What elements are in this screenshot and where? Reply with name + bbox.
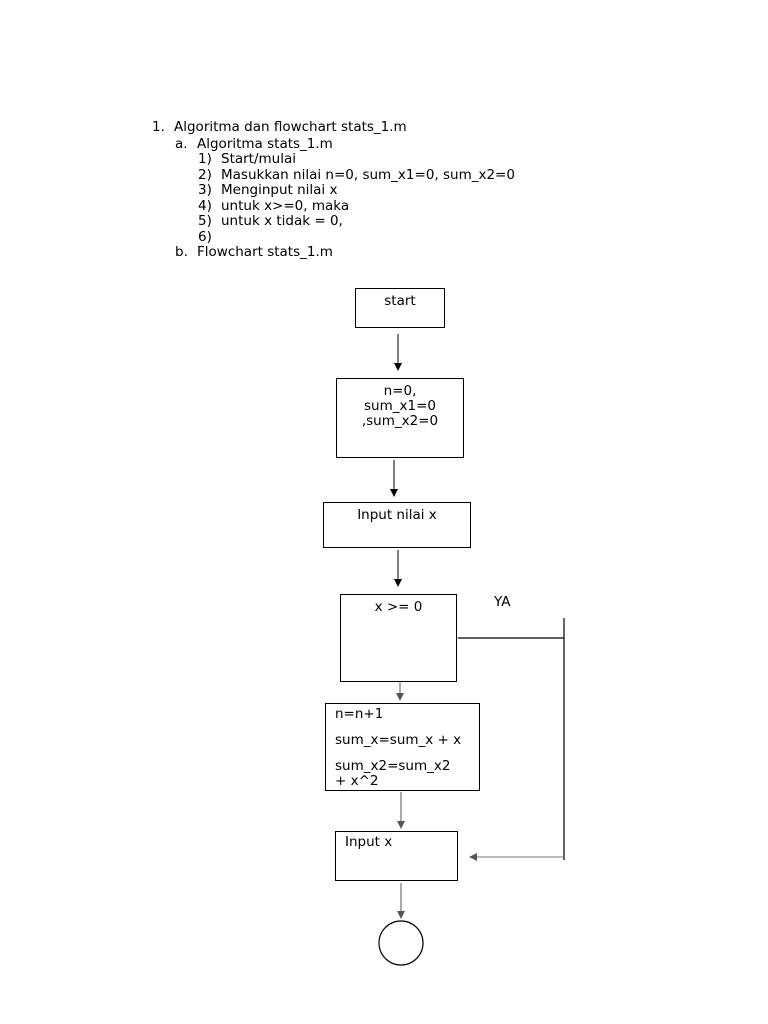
init-line-3: ,sum_x2=0 xyxy=(361,413,439,429)
step-text: untuk x>=0, maka xyxy=(221,198,350,214)
outline-item-1a-text: Algoritma stats_1.m xyxy=(197,136,333,152)
step-text: Masukkan nilai n=0, sum_x1=0, sum_x2=0 xyxy=(221,167,515,183)
outline-item-1b-letter: b. xyxy=(175,244,188,260)
end-terminator xyxy=(378,920,424,966)
step-number: 5) xyxy=(198,213,212,229)
step-number: 6) xyxy=(198,229,212,245)
process-box: n=n+1 sum_x=sum_x + x sum_x2=sum_x2 + x^… xyxy=(325,703,480,791)
step-1: 1) Start/mulai xyxy=(198,151,296,167)
process-line-4: + x^2 xyxy=(335,773,379,789)
outline-item-1: 1. Algoritma dan flowchart stats_1.m xyxy=(152,119,407,135)
outline-item-1b-text: Flowchart stats_1.m xyxy=(197,244,333,260)
outline-item-1b: b. Flowchart stats_1.m xyxy=(175,244,333,260)
input-x-label: Input x xyxy=(345,834,393,850)
process-line-1: n=n+1 xyxy=(335,706,384,722)
condition-box: x >= 0 xyxy=(340,594,457,682)
step-number: 3) xyxy=(198,182,212,198)
condition-label: x >= 0 xyxy=(374,599,423,615)
step-2: 2) Masukkan nilai n=0, sum_x1=0, sum_x2=0 xyxy=(198,167,515,183)
step-text: untuk x tidak = 0, xyxy=(221,213,343,229)
step-5: 5) untuk x tidak = 0, xyxy=(198,213,343,229)
input-nilai-box: Input nilai x xyxy=(323,502,471,548)
init-line-2: sum_x1=0 xyxy=(364,398,436,414)
step-3: 3) Menginput nilai x xyxy=(198,182,337,198)
outline-item-1-number: 1. xyxy=(152,119,165,135)
init-line-1: n=0, xyxy=(383,383,417,399)
start-label: start xyxy=(384,293,416,309)
process-line-2: sum_x=sum_x + x xyxy=(335,732,462,748)
step-text: Start/mulai xyxy=(221,151,297,167)
step-text: Menginput nilai x xyxy=(221,182,338,198)
step-number: 2) xyxy=(198,167,212,183)
input-nilai-label: Input nilai x xyxy=(357,507,437,523)
process-line-3: sum_x2=sum_x2 xyxy=(335,758,451,774)
init-box: n=0, sum_x1=0 ,sum_x2=0 xyxy=(336,378,464,458)
step-6: 6) xyxy=(198,229,221,245)
input-x-box: Input x xyxy=(335,831,458,881)
step-number: 1) xyxy=(198,151,212,167)
outline-item-1a: a. Algoritma stats_1.m xyxy=(175,136,333,152)
outline-item-1a-letter: a. xyxy=(175,136,188,152)
yes-label: YA xyxy=(494,594,511,610)
start-box: start xyxy=(355,288,445,328)
outline-item-1-text: Algoritma dan flowchart stats_1.m xyxy=(174,119,407,135)
step-4: 4) untuk x>=0, maka xyxy=(198,198,349,214)
step-number: 4) xyxy=(198,198,212,214)
